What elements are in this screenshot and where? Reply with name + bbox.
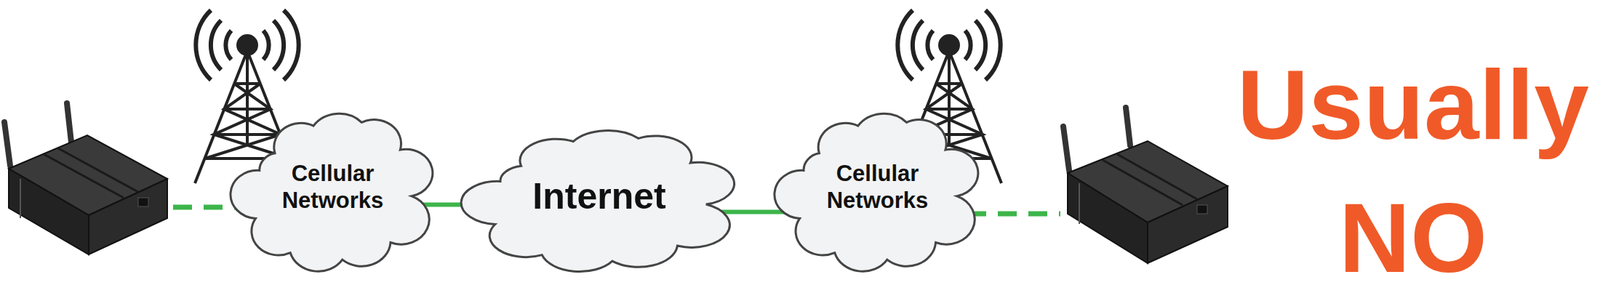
cloud-node: Cellular Networks — [780, 101, 975, 274]
verdict-text: NO — [1338, 188, 1488, 288]
wireless-link — [967, 211, 1061, 217]
router — [1063, 107, 1228, 264]
cloud-label: Cellular Networks — [276, 160, 390, 214]
cloud-node: Cellular Networks — [236, 101, 430, 274]
router — [4, 103, 168, 255]
cloud-node: Internet — [469, 120, 730, 274]
cloud-label: Cellular Networks — [821, 160, 934, 214]
verdict-text: Usually — [1237, 55, 1590, 155]
wireless-link — [173, 205, 240, 211]
cloud-label: Internet — [532, 175, 666, 219]
